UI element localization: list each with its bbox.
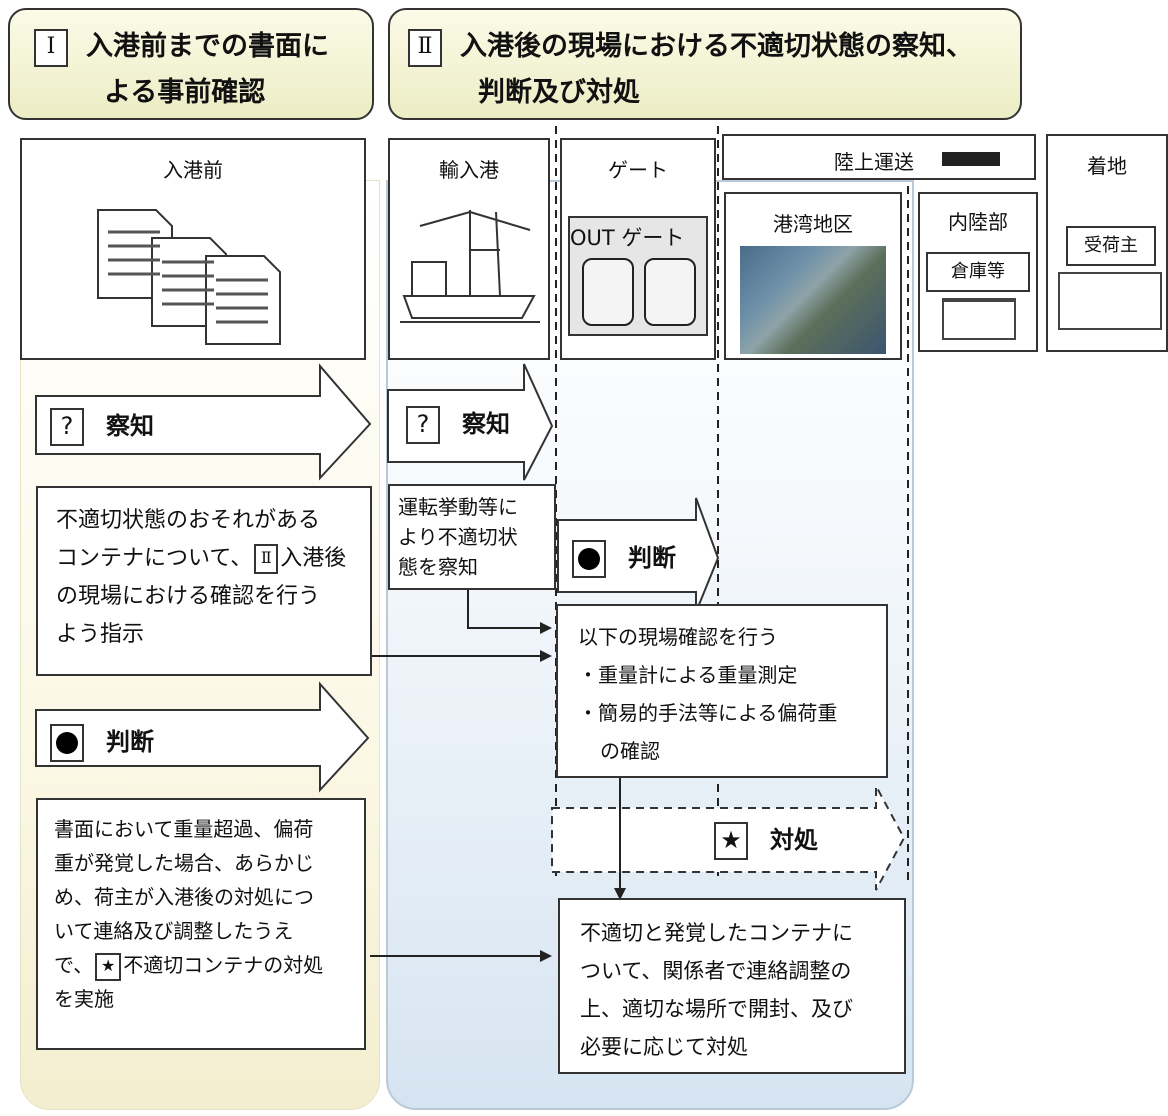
column-pre-arrival-title: 入港前 [163, 158, 223, 182]
warehouse-icon [942, 298, 1016, 340]
driving-detect-line: より不適切状 [398, 525, 518, 549]
consignee-label-box: 受荷主 [1066, 226, 1156, 266]
instruction-line: よう指示 [56, 622, 145, 647]
phase2-header: Ⅱ 入港後の現場における不適切状態の察知、 判断及び対処 [388, 8, 1022, 120]
detect-text: 察知 [106, 412, 154, 440]
column-port-area: 港湾地区 [724, 192, 902, 360]
gate-door-left [582, 258, 634, 326]
document-check-line: で、★不適切コンテナの対処 [54, 948, 364, 982]
judge-text: 判断 [106, 728, 154, 756]
site-check-line: 以下の現場確認を行う [578, 625, 778, 649]
column-destination-title: 着地 [1087, 154, 1127, 178]
dot-icon [578, 548, 600, 570]
arrow-judge-pre [35, 681, 370, 793]
driving-detect-line: 態を察知 [398, 555, 478, 579]
column-gate-title: ゲート [608, 158, 668, 182]
document-check-line: を実施 [54, 987, 114, 1011]
judge-dot-icon [50, 724, 84, 762]
handling-box: 不適切と発覚したコンテナに ついて、関係者で連絡調整の 上、適切な場所で開封、及… [558, 898, 906, 1074]
phase1-title-line2: よる事前確認 [104, 77, 266, 108]
column-land-transport: 陸上運送 [722, 134, 1036, 180]
judge-text: 判断 [628, 544, 676, 572]
roman-one-badge: Ⅰ [34, 28, 68, 67]
site-check-line: の確認 [600, 739, 660, 763]
judge-label-pre: 判断 [50, 722, 154, 762]
site-check-line: ・重量計による重量測定 [578, 663, 798, 687]
handle-label: ★ 対処 [714, 820, 818, 860]
handling-line: ついて、関係者で連絡調整の [580, 959, 852, 983]
driving-detect-line: 運転挙動等に [398, 495, 518, 519]
document-check-text: 不適切コンテナの対処 [123, 953, 324, 977]
connector-to-check [467, 590, 540, 629]
phase1-title-line1: 入港前までの書面に [86, 31, 329, 62]
dot-icon [56, 732, 78, 754]
judge-label-gate: 判断 [572, 538, 676, 578]
warehouse-label: 倉庫等 [951, 261, 1005, 282]
question-icon: ? [50, 408, 84, 446]
column-import-port-title: 輸入港 [439, 158, 499, 182]
detect-label-port: ? 察知 [406, 404, 510, 444]
judge-dot-icon [572, 540, 606, 578]
gate-door-right [644, 258, 696, 326]
ship-crane-icon [400, 210, 540, 323]
phase2-title-line2: 判断及び対処 [478, 77, 640, 108]
detect-label-pre: ? 察知 [50, 406, 154, 446]
column-inland: 内陸部 倉庫等 [918, 192, 1038, 352]
port-aerial-photo [740, 246, 886, 354]
site-check-line: ・簡易的手法等による偏荷重 [578, 701, 838, 725]
instruction-line: の現場における確認を行う [56, 584, 321, 609]
document-check-line: 書面において重量超過、偏荷 [54, 817, 314, 841]
phase2-title-line1: 入港後の現場における不適切状態の察知、 [460, 31, 973, 62]
column-inland-title: 内陸部 [948, 210, 1008, 234]
column-gate: ゲート OUT ゲート [560, 138, 716, 360]
document-check-line: いて連絡及び調整したうえ [54, 919, 294, 943]
roman-two-inline: Ⅱ [254, 544, 279, 574]
handling-line: 上、適切な場所で開封、及び [580, 997, 853, 1021]
site-check-box: 以下の現場確認を行う ・重量計による重量測定 ・簡易的手法等による偏荷重 の確認 [556, 604, 888, 778]
detect-text: 察知 [462, 410, 510, 438]
star-inline-icon: ★ [95, 952, 122, 981]
star-icon: ★ [714, 822, 748, 860]
arrow-detect-port [387, 363, 554, 481]
out-gate-label: OUT ゲート [570, 226, 685, 250]
column-destination: 着地 受荷主 [1046, 134, 1168, 352]
handling-line: 必要に応じて対処 [580, 1035, 748, 1059]
warehouse-label-box: 倉庫等 [926, 252, 1030, 292]
document-check-text: で、 [54, 953, 94, 977]
driving-detect-box: 運転挙動等に より不適切状 態を察知 [388, 484, 556, 590]
phase1-header: Ⅰ 入港前までの書面に よる事前確認 [8, 8, 374, 120]
question-icon: ? [406, 406, 440, 444]
column-land-transport-title: 陸上運送 [834, 150, 914, 174]
document-check-line: め、荷主が入港後の対処につ [54, 885, 314, 909]
instruction-text: 入港後 [280, 546, 347, 571]
consignee-label: 受荷主 [1084, 235, 1138, 256]
instruction-text: コンテナについて、 [56, 546, 253, 571]
out-gate-panel: OUT ゲート [568, 216, 708, 336]
document-check-line: 重が発覚した場合、あらかじ [54, 851, 314, 875]
instruction-line: 不適切状態のおそれがある [56, 508, 321, 533]
handle-text: 対処 [770, 826, 818, 854]
roman-two-badge: Ⅱ [408, 28, 442, 67]
column-port-area-title: 港湾地区 [773, 212, 853, 236]
consignee-building-icon [1058, 272, 1162, 330]
arrow-detect-pre [35, 363, 372, 481]
document-check-box: 書面において重量超過、偏荷 重が発覚した場合、あらかじ め、荷主が入港後の対処に… [36, 798, 366, 1050]
truck-icon [942, 152, 1000, 166]
arrow-judge-gate [557, 497, 720, 613]
handling-line: 不適切と発覚したコンテナに [580, 921, 853, 945]
